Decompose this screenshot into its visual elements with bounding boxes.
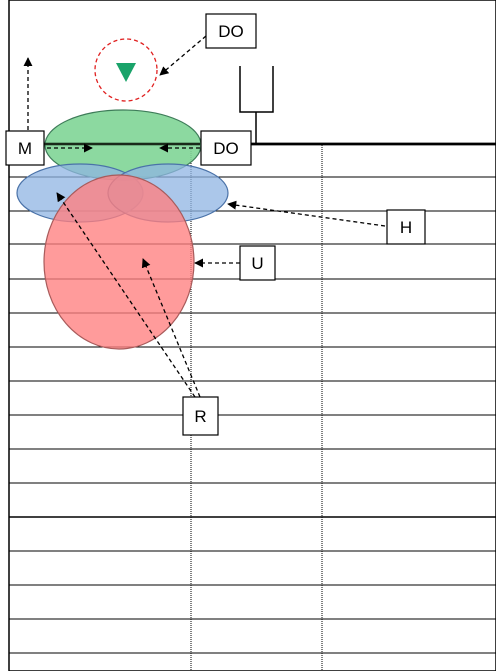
label-m: M — [5, 130, 45, 166]
down-triangle-icon — [116, 63, 136, 82]
svg-text:R: R — [194, 407, 206, 426]
label-u: U — [239, 245, 276, 281]
outer-frame — [8, 0, 496, 671]
svg-text:M: M — [18, 139, 32, 158]
arrow-h — [227, 200, 386, 227]
svg-text:DO: DO — [213, 139, 239, 158]
arrow-r-left — [56, 192, 196, 398]
svg-text:DO: DO — [218, 22, 244, 41]
svg-text:U: U — [251, 254, 263, 273]
label-do-mid: DO — [200, 130, 252, 166]
dashed-circle — [94, 38, 158, 102]
cup-icon — [239, 66, 274, 144]
arrow-do-top — [159, 35, 207, 76]
arrow-r-right — [141, 258, 201, 398]
svg-text:H: H — [400, 218, 412, 237]
red-ellipse — [43, 174, 195, 350]
label-r: R — [182, 396, 219, 436]
label-do-top: DO — [205, 13, 257, 49]
label-h: H — [386, 209, 426, 245]
